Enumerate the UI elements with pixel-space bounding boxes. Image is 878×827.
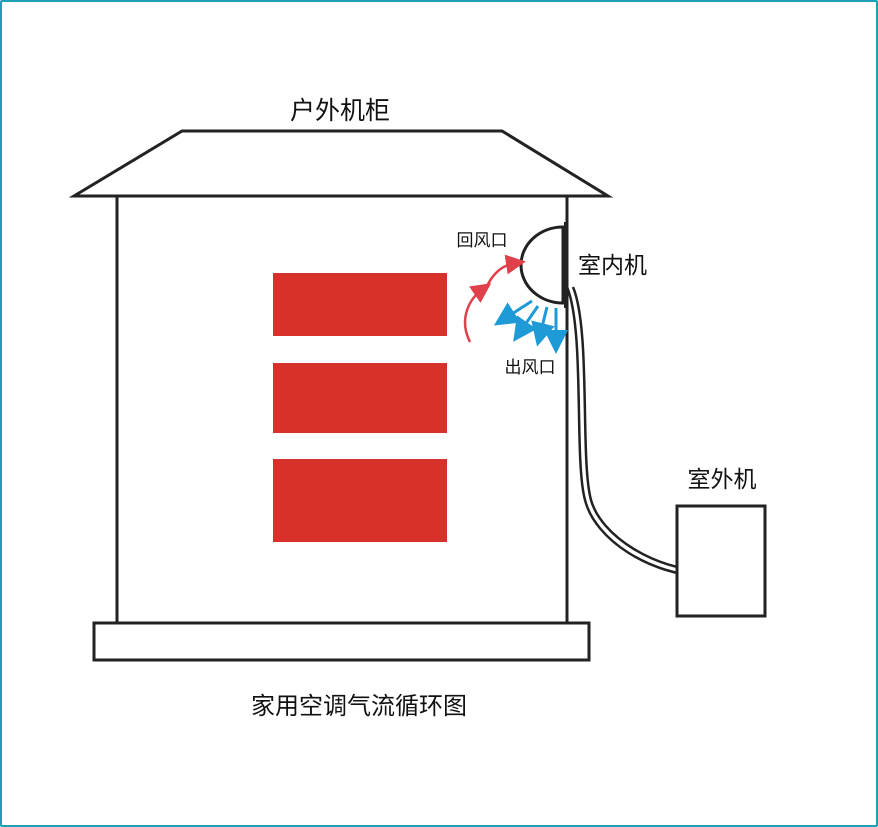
return-vent-label: 回风口 <box>457 231 508 251</box>
cabinet-base <box>92 621 591 662</box>
equipment-block-3 <box>273 459 447 542</box>
curved-red-arrow-icon <box>463 254 526 343</box>
equipment-block-2 <box>273 363 447 433</box>
diagram-caption: 家用空调气流循环图 <box>251 692 467 720</box>
equipment-block-1 <box>273 273 447 336</box>
blue-arrows-icon <box>493 299 568 354</box>
cabinet-roof <box>68 129 614 198</box>
outdoor-unit <box>675 504 767 618</box>
cabinet-label: 户外机柜 <box>290 96 390 125</box>
outlet-vent-label: 出风口 <box>505 358 556 378</box>
outdoor-unit-label: 室外机 <box>688 467 757 493</box>
refrigerant-pipe <box>565 286 708 579</box>
indoor-unit-label: 室内机 <box>578 253 647 279</box>
